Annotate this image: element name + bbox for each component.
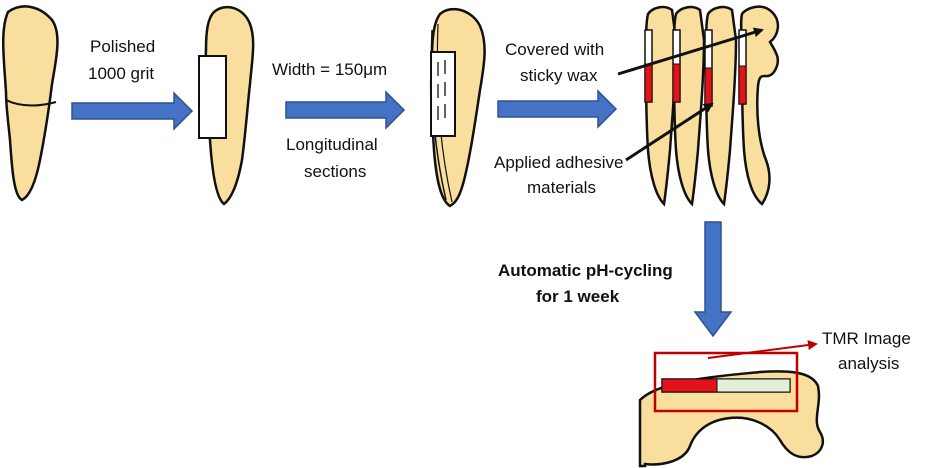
- polish-label-2: 1000 grit: [88, 64, 154, 83]
- tmr-lesion-light: [716, 378, 791, 393]
- tooth-section-slice-1: [644, 5, 678, 207]
- polished-window: [198, 55, 227, 139]
- adhesive-mark-1: [644, 63, 653, 103]
- tooth-section-slice-4: [738, 5, 780, 206]
- section-window: [430, 51, 456, 137]
- wax-label-2: sticky wax: [520, 66, 598, 85]
- cycling-label-1: Automatic pH-cycling: [498, 261, 673, 280]
- wax-pointer-arrow: [617, 27, 764, 76]
- arrow-section-icon: [285, 90, 406, 130]
- section-label-2: sections: [304, 162, 366, 181]
- tmr-label-2: analysis: [838, 354, 899, 373]
- cycling-label-2: for 1 week: [536, 287, 620, 306]
- adhesive-mark-3: [704, 67, 713, 107]
- width-label: Width = 150μm: [272, 60, 387, 79]
- intact-tooth-icon: [2, 5, 59, 202]
- tmr-highlight-box: [653, 351, 799, 413]
- section-label-1: Longitudinal: [286, 135, 378, 154]
- arrow-wax-icon: [497, 89, 618, 129]
- adhesive-label-1: Applied adhesive: [494, 153, 623, 172]
- tmr-pointer-arrow: [707, 340, 818, 359]
- adhesive-pointer-arrow: [625, 102, 714, 162]
- arrow-cycling-icon: [693, 221, 733, 338]
- tooth-section-slice-2: [672, 5, 706, 207]
- sectioned-tooth-icon: [429, 7, 486, 208]
- polish-label-1: Polished: [90, 37, 155, 56]
- adhesive-mark-2: [672, 63, 681, 103]
- arrow-polish-icon: [71, 91, 194, 131]
- tmr-label-1: TMR Image: [822, 329, 911, 348]
- polished-tooth-icon: [198, 5, 255, 206]
- adhesive-label-2: materials: [527, 178, 596, 197]
- tmr-sample-icon: [638, 351, 824, 468]
- tmr-lesion-red: [661, 378, 718, 393]
- adhesive-mark-4: [738, 65, 747, 105]
- wax-label-1: Covered with: [505, 40, 604, 59]
